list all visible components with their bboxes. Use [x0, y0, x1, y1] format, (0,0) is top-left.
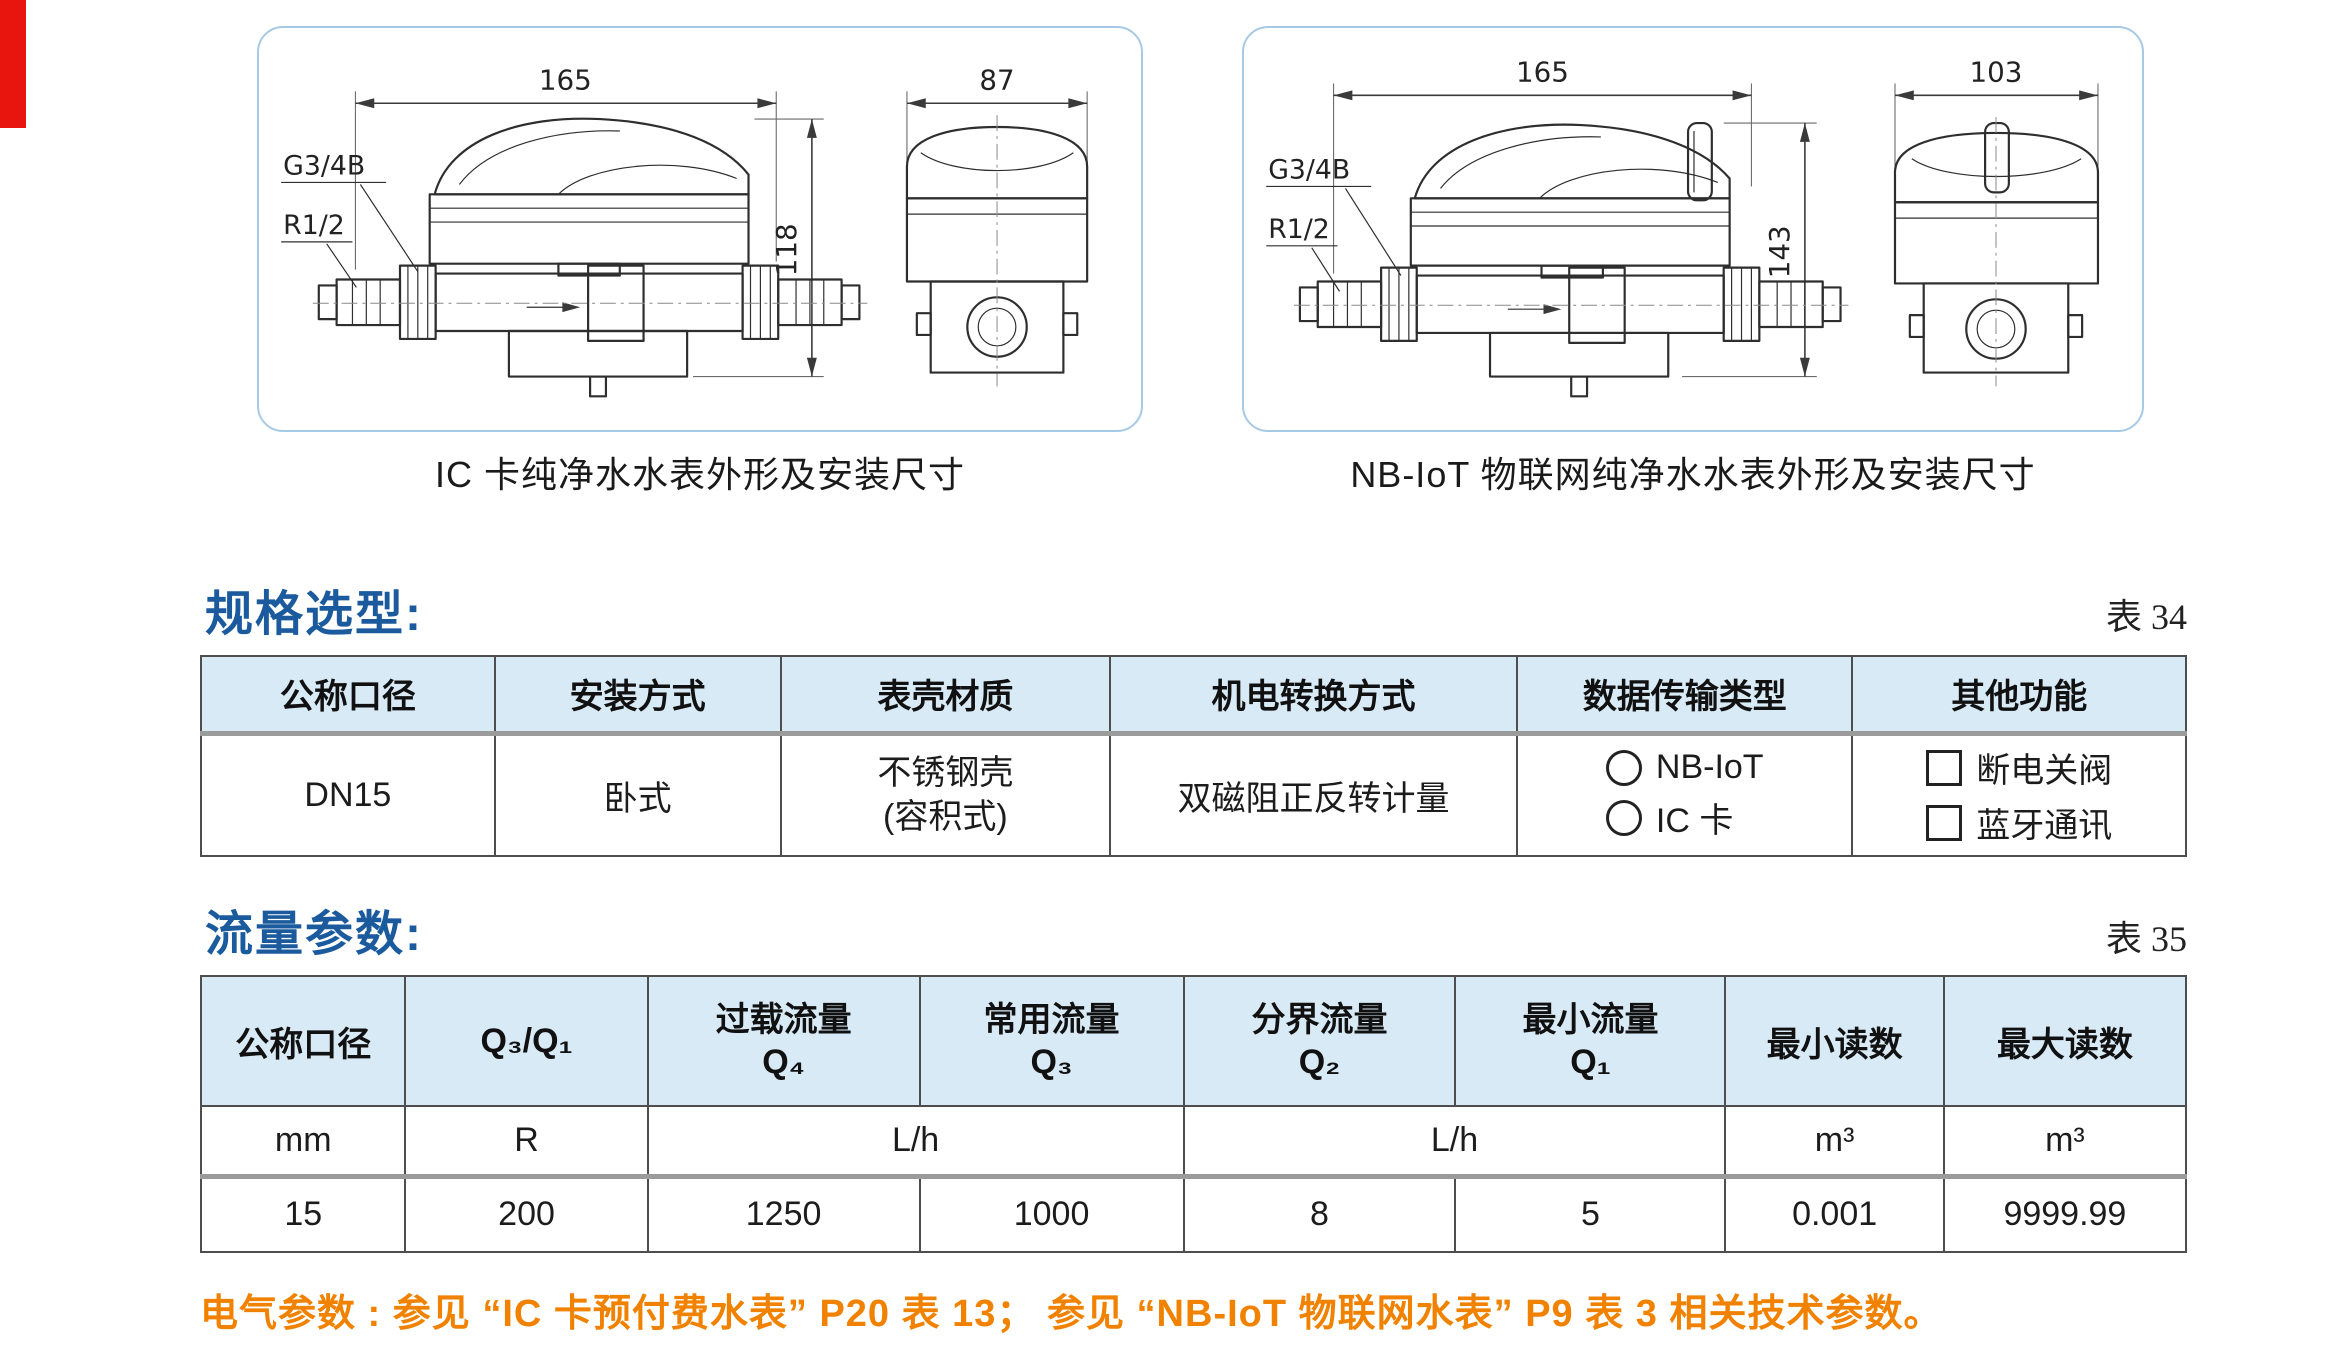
value-min-reading: 0.001	[1724, 1175, 1945, 1253]
flow-units-row: mm R L/h L/h m³ m³	[199, 1105, 2188, 1179]
minimum-flow-label: 最小流量	[1522, 1000, 1659, 1039]
col-other-functions: 其他功能	[1851, 655, 2187, 736]
transition-flow-label: 分界流量	[1251, 1000, 1388, 1039]
dim-height-value: 118	[770, 223, 803, 276]
meter-side-view	[1293, 121, 1849, 398]
drawing-ic-card-meter: 165 87 118 G3/4B R1/2	[257, 26, 1143, 432]
unit-flow-high: L/h	[646, 1105, 1185, 1179]
cell-other-functions: 断电关阀 蓝牙通讯	[1851, 732, 2187, 857]
col-nominal-diameter: 公称口径	[200, 655, 496, 736]
thread-bottom-label: R1/2	[1268, 214, 1330, 245]
minimum-flow-symbol: Q₁	[1570, 1043, 1611, 1081]
col-q3-q1-ratio: Q₃/Q₁	[404, 975, 649, 1107]
nbiot-meter-technical-drawing: 165 103 143 G3/4B R1/2	[1266, 55, 2100, 398]
meter-end-view	[905, 115, 1089, 387]
option-nbiot-label: NB-IoT	[1655, 748, 1764, 787]
dim-length-value: 165	[539, 63, 592, 96]
transition-flow-symbol: Q₂	[1298, 1043, 1341, 1081]
unit-min-reading: m³	[1724, 1105, 1945, 1179]
drawing-nbiot-meter: 165 103 143 G3/4B R1/2	[1242, 26, 2144, 432]
option-bluetooth-label: 蓝牙通讯	[1976, 807, 2113, 846]
caption-ic-card: IC 卡纯净水水表外形及安装尺寸	[434, 454, 965, 495]
spec-data-row: DN15 卧式 不锈钢壳 (容积式) 双磁阻正反转计量 NB-IoT IC	[200, 732, 2187, 857]
checkbox-square-icon	[1926, 804, 1963, 841]
meter-end-view	[1893, 117, 2100, 387]
meter-side-view	[312, 117, 868, 398]
value-q4: 1250	[646, 1175, 921, 1253]
option-ic-card: IC 卡	[1605, 793, 1764, 842]
radio-circle-icon	[1605, 749, 1642, 786]
value-max-reading: 9999.99	[1942, 1175, 2188, 1253]
shell-line-1: 不锈钢壳	[877, 754, 1014, 793]
table-34-label: 表 34	[2105, 597, 2187, 637]
thread-bottom-label: R1/2	[283, 210, 345, 241]
col-min-reading: 最小读数	[1724, 975, 1945, 1107]
electrical-parameters-note: 电气参数 : 参见 “IC 卡预付费水表” P20 表 13； 参见 “NB-I…	[200, 1293, 1943, 1335]
dim-height-value: 143	[1763, 225, 1796, 278]
common-flow-label: 常用流量	[983, 1000, 1120, 1039]
spec-header-row: 公称口径 安装方式 表壳材质 机电转换方式 数据传输类型 其他功能	[200, 655, 2187, 736]
thread-labels: G3/4B R1/2	[281, 151, 419, 288]
dim-width-value: 87	[979, 63, 1014, 96]
col-installation: 安装方式	[493, 655, 782, 736]
dim-width-value: 103	[1970, 55, 2023, 88]
col-diameter: 公称口径	[199, 975, 407, 1107]
col-overload-flow: 过载流量 Q₄	[646, 975, 921, 1107]
option-nbiot: NB-IoT	[1605, 748, 1764, 787]
cell-conversion: 双磁阻正反转计量	[1109, 732, 1519, 857]
col-transmission: 数据传输类型	[1516, 655, 1854, 736]
radio-circle-icon	[1605, 799, 1642, 836]
dimension-height: 118	[693, 118, 824, 378]
option-power-off-valve: 断电关阀	[1926, 743, 2112, 792]
unit-flow-low: L/h	[1182, 1105, 1727, 1179]
cell-nominal-diameter: DN15	[200, 732, 496, 857]
shell-line-2: (容积式)	[883, 798, 1008, 837]
value-ratio: 200	[404, 1175, 649, 1253]
unit-diameter: mm	[199, 1105, 407, 1179]
common-flow-symbol: Q₃	[1030, 1043, 1073, 1081]
col-shell-material: 表壳材质	[779, 655, 1112, 736]
flow-values-row: 15 200 1250 1000 8 5 0.001 9999.99	[199, 1175, 2188, 1253]
unit-ratio: R	[404, 1105, 649, 1179]
table-35-flow-parameters: 公称口径 Q₃/Q₁ 过载流量 Q₄ 常用流量 Q₃ 分界流量 Q₂	[199, 975, 2188, 1253]
overload-flow-symbol: Q₄	[762, 1043, 805, 1081]
thread-labels: G3/4B R1/2	[1266, 155, 1402, 292]
thread-top-label: G3/4B	[1268, 155, 1350, 186]
cell-transmission-options: NB-IoT IC 卡	[1516, 732, 1854, 857]
col-common-flow: 常用流量 Q₃	[918, 975, 1185, 1107]
checkbox-square-icon	[1926, 749, 1963, 786]
col-minimum-flow: 最小流量 Q₁	[1454, 975, 1727, 1107]
value-q1: 5	[1454, 1175, 1727, 1253]
table-35-label: 表 35	[2105, 919, 2187, 959]
dimension-length: 165	[1333, 55, 1752, 274]
col-max-reading: 最大读数	[1942, 975, 2188, 1107]
flow-section-title: 流量参数:	[205, 908, 423, 961]
option-power-off-valve-label: 断电关阀	[1976, 752, 2113, 791]
dimension-height: 143	[1682, 122, 1817, 378]
cell-shell-material: 不锈钢壳 (容积式)	[779, 732, 1112, 857]
dim-length-value: 165	[1516, 55, 1569, 88]
table-34-spec-selection: 公称口径 安装方式 表壳材质 机电转换方式 数据传输类型 其他功能 DN15 卧…	[200, 655, 2187, 857]
value-q2: 8	[1182, 1175, 1457, 1253]
ic-meter-technical-drawing: 165 87 118 G3/4B R1/2	[281, 63, 1089, 398]
dimension-width: 87	[906, 63, 1088, 167]
cell-installation: 卧式	[493, 732, 782, 857]
page-edge-tab	[0, 0, 26, 128]
value-diameter: 15	[199, 1175, 407, 1253]
col-conversion: 机电转换方式	[1109, 655, 1519, 736]
col-transition-flow: 分界流量 Q₂	[1182, 975, 1457, 1107]
dimension-length: 165	[354, 63, 777, 270]
overload-flow-label: 过载流量	[715, 1000, 852, 1039]
caption-nbiot: NB-IoT 物联网纯净水水表外形及安装尺寸	[1350, 454, 2036, 495]
option-bluetooth: 蓝牙通讯	[1926, 798, 2112, 847]
option-ic-card-label: IC 卡	[1655, 802, 1734, 841]
thread-top-label: G3/4B	[283, 151, 365, 182]
spec-section-title: 规格选型:	[205, 588, 423, 641]
dimension-width: 103	[1894, 55, 2099, 171]
flow-header-row: 公称口径 Q₃/Q₁ 过载流量 Q₄ 常用流量 Q₃ 分界流量 Q₂	[199, 975, 2188, 1107]
unit-max-reading: m³	[1942, 1105, 2188, 1179]
value-q3: 1000	[918, 1175, 1185, 1253]
